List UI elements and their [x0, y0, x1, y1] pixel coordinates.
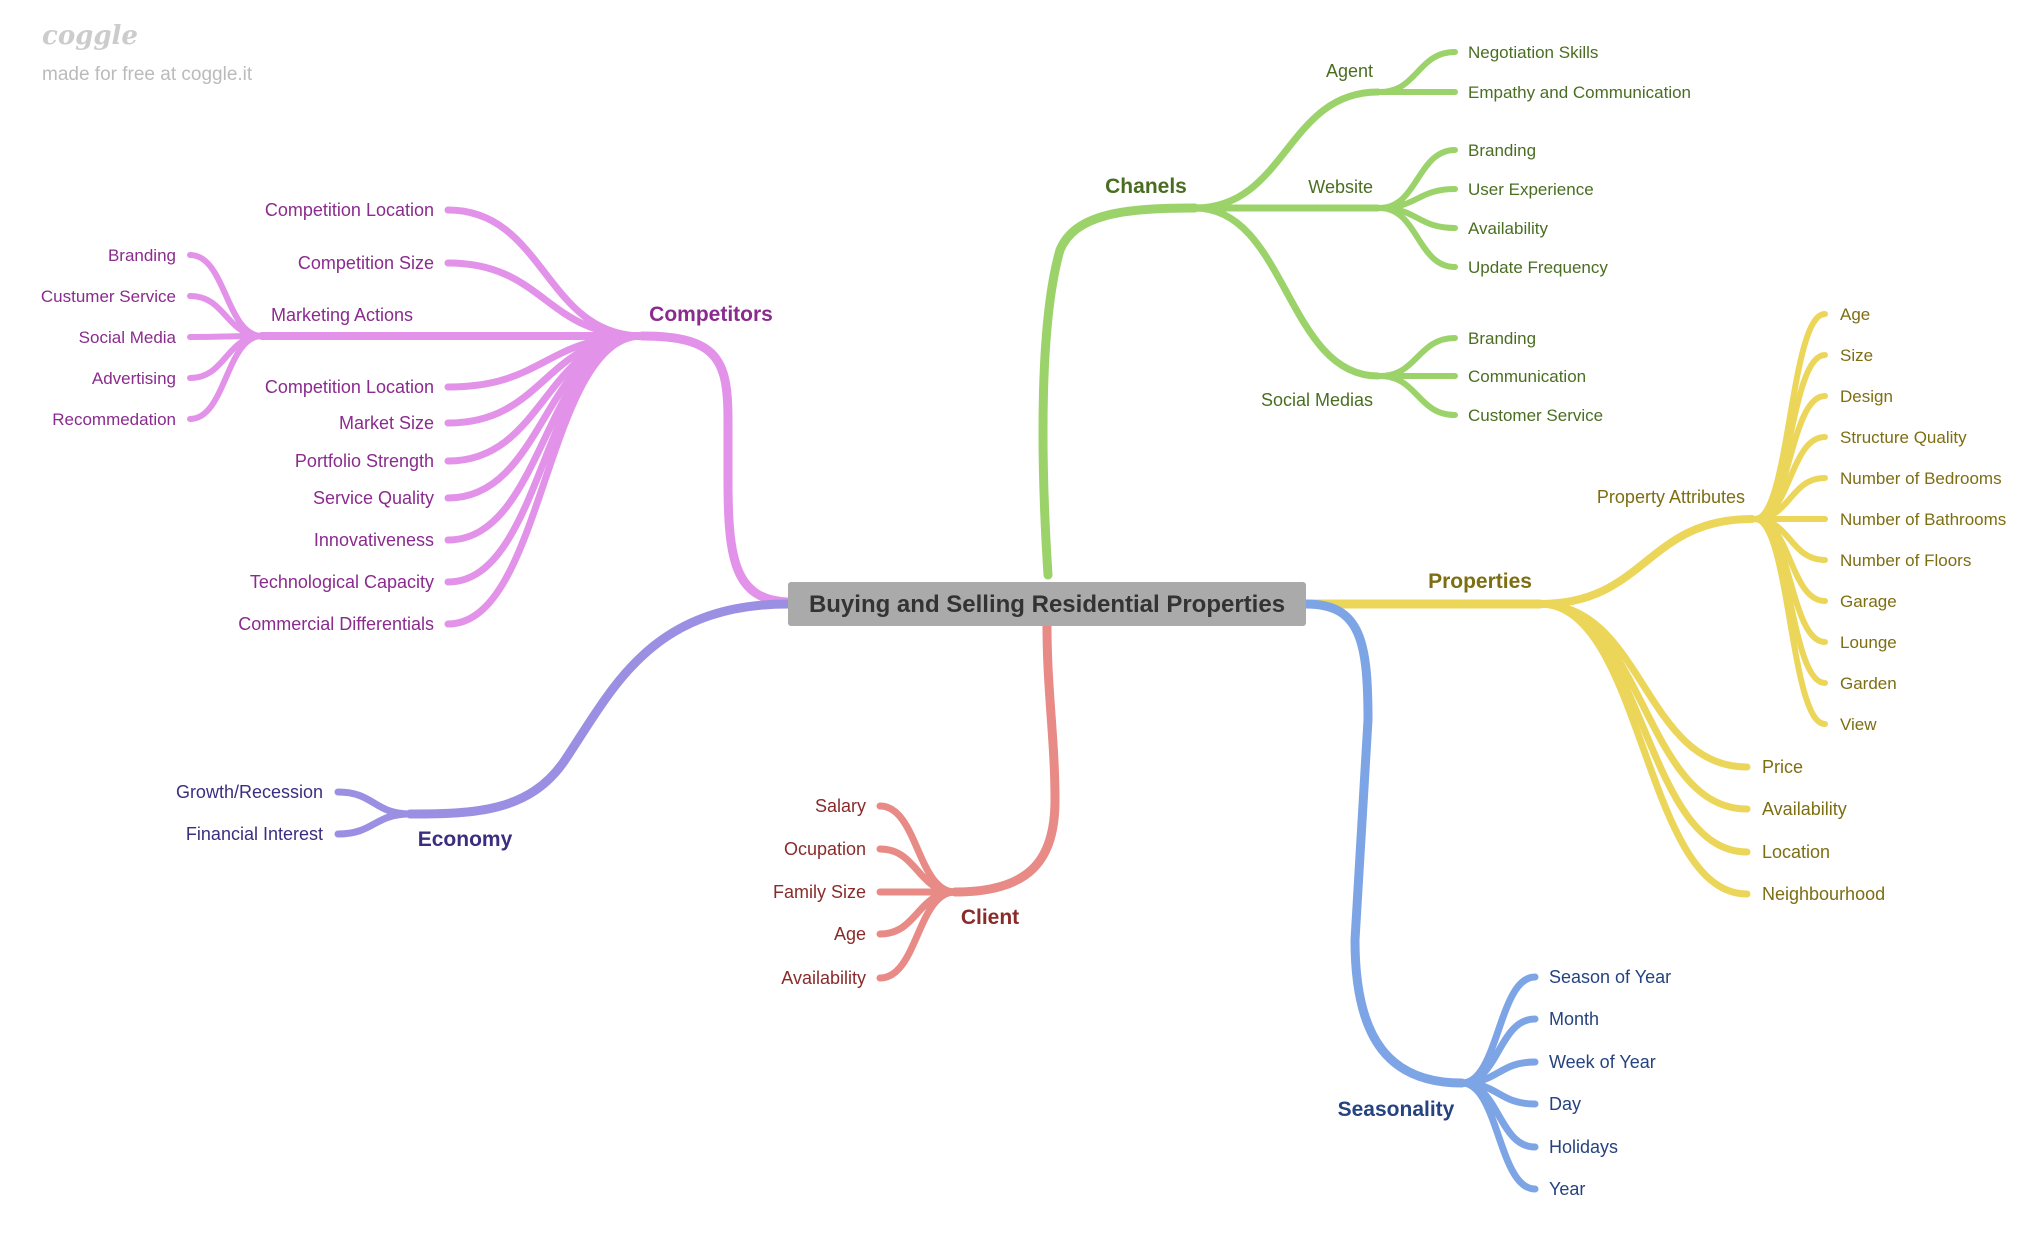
chanels-leaf-1-0[interactable]: Branding: [1468, 141, 1536, 160]
chanels-leaf-link-0-0: [1377, 49, 1458, 95]
properties-node-0[interactable]: Property Attributes: [1597, 487, 1745, 507]
competitors-node-0[interactable]: Competition Location: [265, 200, 434, 220]
client-node-0[interactable]: Salary: [815, 796, 866, 816]
properties-leaf-0[interactable]: Age: [1840, 305, 1870, 324]
branch-label-properties[interactable]: Properties: [1428, 570, 1532, 593]
chanels-node-1[interactable]: Website: [1308, 177, 1373, 197]
root-node-box: [788, 582, 1306, 626]
chanels-leaf-1-3[interactable]: Update Frequency: [1468, 258, 1608, 277]
branch-label-competitors[interactable]: Competitors: [649, 303, 773, 326]
competitors-node-5[interactable]: Portfolio Strength: [295, 451, 434, 471]
chanels-node-0[interactable]: Agent: [1326, 61, 1373, 81]
competitors-leaf-link-4: [187, 333, 265, 422]
properties-node-4[interactable]: Neighbourhood: [1762, 884, 1885, 904]
competitors-node-9[interactable]: Commercial Differentials: [238, 614, 434, 634]
chanels-leaf-1-1[interactable]: User Experience: [1468, 180, 1594, 199]
properties-leaf-2[interactable]: Design: [1840, 387, 1893, 406]
seasonality-trunk: [1301, 599, 1467, 1088]
chanels-leaf-0-1[interactable]: Empathy and Communication: [1468, 83, 1691, 102]
economy-link-1: [334, 810, 414, 838]
root-node[interactable]: Buying and Selling Residential Propertie…: [788, 582, 1306, 626]
properties-node-3[interactable]: Location: [1762, 842, 1830, 862]
competitors-link-7: [444, 332, 646, 544]
economy-link-0: [334, 788, 414, 818]
seasonality-node-3[interactable]: Day: [1549, 1094, 1581, 1114]
properties-link-4: [1536, 600, 1751, 898]
properties-leaf-link-0: [1752, 311, 1828, 522]
properties-leaf-3[interactable]: Structure Quality: [1840, 428, 1967, 447]
chanels-leaf-2-1[interactable]: Communication: [1468, 367, 1586, 386]
competitors-node-1[interactable]: Competition Size: [298, 253, 434, 273]
chanels-leaf-2-0[interactable]: Branding: [1468, 329, 1536, 348]
economy-trunk: [405, 599, 793, 819]
properties-leaf-link-10: [1752, 516, 1828, 727]
watermark-tagline[interactable]: made for free at coggle.it: [42, 64, 253, 85]
chanels-leaf-2-2[interactable]: Customer Service: [1468, 406, 1603, 425]
competitors-link-9: [444, 332, 646, 628]
branch-label-economy[interactable]: Economy: [418, 828, 513, 851]
competitors-node-4[interactable]: Market Size: [339, 413, 434, 433]
client-node-3[interactable]: Age: [834, 924, 866, 944]
properties-node-1[interactable]: Price: [1762, 757, 1803, 777]
competitors-node-2[interactable]: Marketing Actions: [271, 305, 413, 325]
competitors-node-7[interactable]: Innovativeness: [314, 530, 434, 550]
chanels-leaf-1-2[interactable]: Availability: [1468, 219, 1549, 238]
properties-link-2: [1536, 600, 1751, 813]
client-node-1[interactable]: Ocupation: [784, 839, 866, 859]
chanels-node-2[interactable]: Social Medias: [1261, 390, 1373, 410]
chanels-link-0: [1191, 88, 1382, 212]
root-node-label: Buying and Selling Residential Propertie…: [809, 591, 1285, 618]
competitors-leaf-3[interactable]: Advertising: [92, 369, 176, 388]
competitors-node-6[interactable]: Service Quality: [313, 488, 434, 508]
properties-leaf-7[interactable]: Garage: [1840, 592, 1897, 611]
chanels-leaf-link-2-0: [1377, 335, 1458, 379]
seasonality-node-4[interactable]: Holidays: [1549, 1137, 1618, 1157]
chanels-trunk: [1038, 203, 1200, 580]
seasonality-node-1[interactable]: Month: [1549, 1009, 1599, 1029]
client-node-4[interactable]: Availability: [781, 968, 866, 988]
competitors-trunk: [637, 331, 793, 607]
properties-leaf-10[interactable]: View: [1840, 715, 1877, 734]
seasonality-node-2[interactable]: Week of Year: [1549, 1052, 1656, 1072]
seasonality-link-2: [1458, 1058, 1539, 1087]
branch-label-seasonality[interactable]: Seasonality: [1338, 1098, 1455, 1121]
chanels-leaf-link-2-2: [1377, 373, 1458, 418]
competitors-leaf-0[interactable]: Branding: [108, 246, 176, 265]
coggle-logo: coggle: [42, 21, 138, 51]
properties-link-0: [1536, 515, 1756, 608]
properties-leaf-4[interactable]: Number of Bedrooms: [1840, 469, 2002, 488]
competitors-leaf-2[interactable]: Social Media: [79, 328, 177, 347]
competitors-node-8[interactable]: Technological Capacity: [250, 572, 434, 592]
seasonality-node-5[interactable]: Year: [1549, 1179, 1585, 1199]
economy-node-1[interactable]: Financial Interest: [186, 824, 323, 844]
economy-node-0[interactable]: Growth/Recession: [176, 782, 323, 802]
competitors-link-0: [444, 206, 646, 340]
seasonality-node-0[interactable]: Season of Year: [1549, 967, 1671, 987]
properties-node-2[interactable]: Availability: [1762, 799, 1847, 819]
client-trunk: [950, 621, 1060, 897]
properties-leaf-6[interactable]: Number of Floors: [1840, 551, 1971, 570]
chanels-leaf-link-1-3: [1377, 205, 1458, 270]
chanels-leaf-link-1-1: [1377, 186, 1458, 211]
properties-leaf-9[interactable]: Garden: [1840, 674, 1897, 693]
properties-link-3: [1536, 600, 1751, 856]
competitors-leaf-4[interactable]: Recommedation: [52, 410, 176, 429]
chanels-leaf-0-0[interactable]: Negotiation Skills: [1468, 43, 1598, 62]
connector-layer: [187, 49, 1828, 1193]
properties-leaf-1[interactable]: Size: [1840, 346, 1873, 365]
branch-label-client[interactable]: Client: [961, 906, 1019, 929]
competitors-node-3[interactable]: Competition Location: [265, 377, 434, 397]
client-link-4: [876, 888, 959, 982]
properties-leaf-5[interactable]: Number of Bathrooms: [1840, 510, 2006, 529]
properties-leaf-8[interactable]: Lounge: [1840, 633, 1897, 652]
seasonality-link-0: [1458, 973, 1539, 1087]
seasonality-link-5: [1458, 1079, 1539, 1193]
competitors-leaf-1[interactable]: Custumer Service: [41, 287, 176, 306]
chanels-link-2: [1191, 204, 1382, 380]
branch-label-chanels[interactable]: Chanels: [1105, 175, 1187, 198]
client-node-2[interactable]: Family Size: [773, 882, 866, 902]
